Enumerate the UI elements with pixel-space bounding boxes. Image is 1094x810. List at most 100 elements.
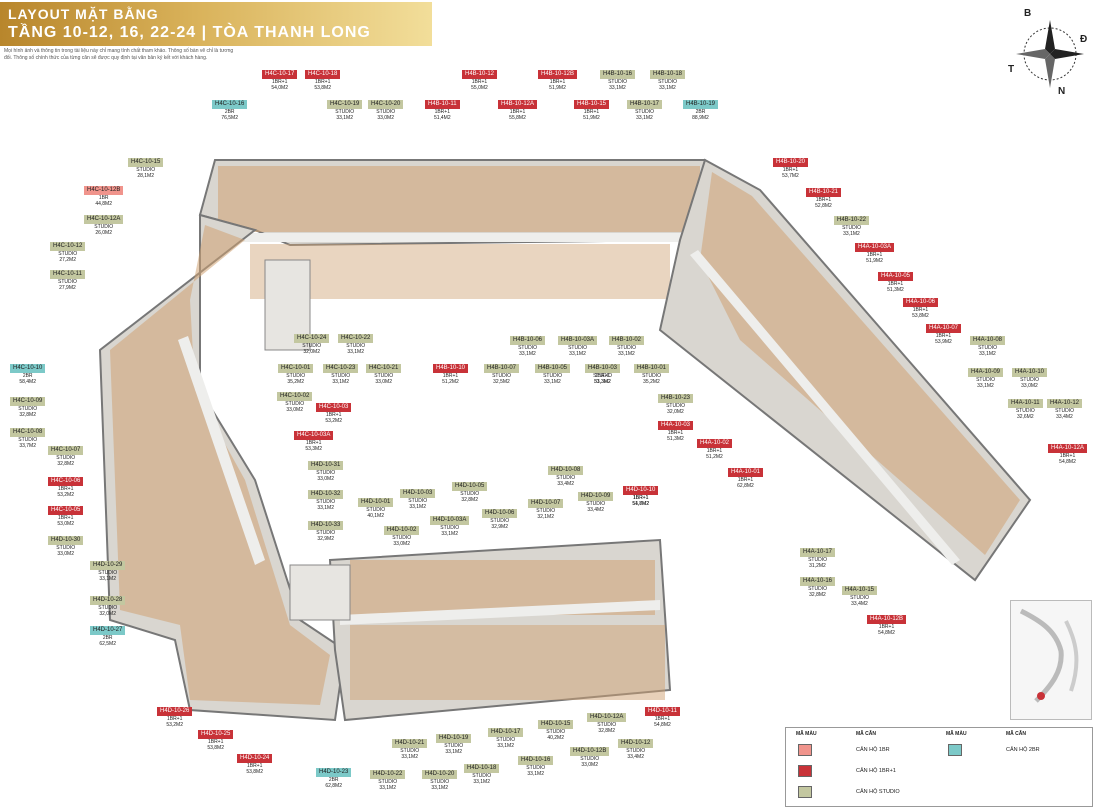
unit-code: H4C-10-11 <box>50 270 85 279</box>
unit-area: 28,1M2 <box>137 173 155 179</box>
unit-code: H4C-10-19 <box>327 100 363 109</box>
unit-area: 27,2M2 <box>59 257 77 263</box>
unit-type: STUDIO <box>58 279 77 285</box>
unit-type: STUDIO <box>316 470 336 476</box>
unit-area: 32,1M2 <box>537 514 555 520</box>
unit-area: 51,2M2 <box>442 379 459 385</box>
unit-type: STUDIO <box>518 345 537 351</box>
legend-header-unit-1: MÃ CĂN <box>856 731 876 737</box>
title-line-2: TẦNG 10-12, 16, 22-24 | TÒA THANH LONG <box>8 24 371 41</box>
unit-type: STUDIO <box>978 345 997 351</box>
unit-code: H4A-10-12 <box>1047 399 1083 408</box>
unit-type: 1BR+1 <box>887 281 904 287</box>
unit-code: H4D-10-09 <box>578 492 614 501</box>
unit-type: STUDIO <box>1055 408 1074 414</box>
unit-area: 55,8M2 <box>509 115 526 121</box>
unit-type: 1BR+1 <box>314 79 331 85</box>
unit-code: H4C-10-12 <box>50 242 86 251</box>
unit-type: 1BR+1 <box>325 412 342 418</box>
unit-area: 51,3M2 <box>667 436 684 442</box>
compass-label-s: B <box>1024 8 1032 19</box>
unit-type: STUDIO <box>400 748 420 754</box>
unit-code: H4D-10-10 <box>623 486 659 495</box>
legend-swatch-1br1 <box>798 765 812 777</box>
unit-type: STUDIO <box>331 373 351 379</box>
unit-type: STUDIO <box>526 765 546 771</box>
east-wing-corridor <box>690 250 960 565</box>
unit-area: 55,0M2 <box>471 85 488 91</box>
unit-type: 1BR+1 <box>706 448 723 454</box>
unit-type: 1BR+1 <box>442 373 459 379</box>
unit-code: H4C-10-18 <box>305 70 341 79</box>
unit-code: H4D-10-22 <box>370 770 406 779</box>
unit-type: 2BR <box>328 777 339 783</box>
unit-code: H4D-10-02 <box>384 526 420 535</box>
legend-label-1br1: CĂN HỘ 1BR+1 <box>856 768 896 774</box>
unit-code: H4A-10-15 <box>842 586 878 595</box>
unit-code: H4C-10-12B <box>84 186 124 195</box>
unit-type: 2BR <box>695 109 706 115</box>
unit-code: H4C-10-22 <box>338 334 374 343</box>
unit-code: H4D-10-17 <box>488 728 524 737</box>
unit-area: 32,0M2 <box>99 611 117 617</box>
unit-area: 33,4M2 <box>557 481 575 487</box>
unit-area: 51,3M2 <box>594 379 611 385</box>
unit-area: 33,1M2 <box>527 771 545 777</box>
unit-code: H4A-10-07 <box>926 324 962 333</box>
unit-code: H4D-10-30 <box>48 536 84 545</box>
unit-code: H4A-10-01 <box>728 468 764 477</box>
unit-code: H4B-10-10 <box>433 364 469 373</box>
unit-code: H4B-10-12 <box>462 70 498 79</box>
title-banner: LAYOUT MẶT BẰNG TẦNG 10-12, 16, 22-24 | … <box>0 2 432 46</box>
unit-area: 53,9M2 <box>935 339 952 345</box>
unit-type: STUDIO <box>642 373 661 379</box>
unit-code: H4C-10-01 <box>278 364 314 373</box>
unit-code: H4A-10-05 <box>878 272 914 281</box>
unit-code: H4A-10-02 <box>697 439 733 448</box>
legend-header-color-2: MÃ MÀU <box>946 731 967 737</box>
unit-code: H4C-10-15 <box>128 158 164 167</box>
unit-type: STUDIO <box>136 167 156 173</box>
unit-area: 51,4M2 <box>433 115 451 121</box>
unit-area: 40,2M2 <box>547 735 565 741</box>
unit-code: H4A-10-11 <box>1008 399 1043 408</box>
unit-code: H4C-10-06 <box>48 477 84 486</box>
unit-code: H4A-10-03 <box>658 421 694 430</box>
unit-area: 33,1M2 <box>636 115 653 121</box>
unit-type: 2BR <box>224 109 235 115</box>
unit-type: STUDIO <box>58 251 78 257</box>
unit-code: H4D-10-28 <box>90 596 126 605</box>
unit-type: 1BR+1 <box>594 373 611 379</box>
unit-type: 1BR+1 <box>509 109 526 115</box>
unit-code: H4C-10-12A <box>84 215 124 224</box>
unit-type: STUDIO <box>658 79 677 85</box>
unit-code: H4D-10-12 <box>618 739 654 748</box>
unit-area: 33,4M2 <box>587 507 605 513</box>
legend-swatch-2br <box>948 744 962 756</box>
unit-code: H4C-10-24 <box>294 334 330 343</box>
unit-code: H4A-10-09 <box>968 368 1004 377</box>
unit-area: 33,1M2 <box>497 743 515 749</box>
